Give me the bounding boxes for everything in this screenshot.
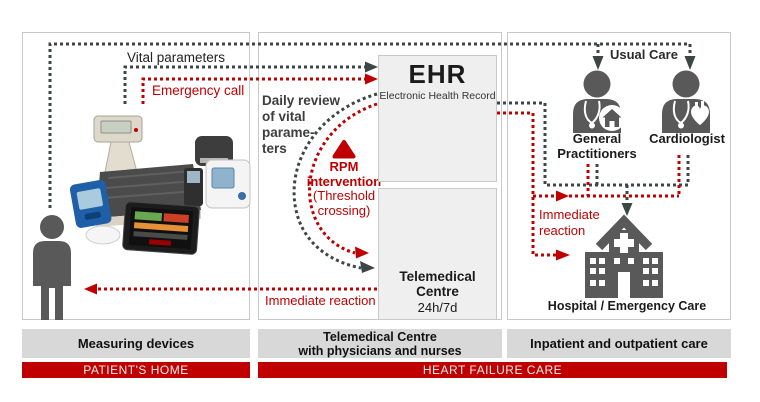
section-label-inpatient-outpatient: Inpatient and outpatient care (507, 329, 731, 358)
general-practitioner-icon (573, 70, 625, 133)
section-label-measuring-devices: Measuring devices (22, 329, 250, 358)
telemedical-centre-name: Telemedical Centre (399, 269, 476, 299)
daily-review-arc (292, 92, 378, 273)
usual-care-label: Usual Care (610, 47, 678, 62)
measuring-devices-illustration (69, 115, 251, 255)
ehr-subtitle: Electronic Health Record (379, 90, 496, 102)
daily-review-label: Daily review of vital parame- ters (262, 93, 341, 156)
hospital-icon (585, 214, 663, 298)
section-label-telemedical-centre: Telemedical Centre with physicians and n… (258, 329, 502, 358)
zone-bar-patients-home: PATIENT'S HOME (22, 362, 250, 378)
immediate-reaction-home-label: Immediate reaction (265, 293, 376, 308)
emergency-call-label: Emergency call (152, 83, 245, 98)
ehr-box: EHR Electronic Health Record (378, 55, 497, 182)
immediate-reaction-care-label: Immediate reaction (539, 207, 600, 238)
warning-triangle-icon (332, 140, 356, 159)
patient-icon (33, 215, 71, 320)
zone-bar-heart-failure-care: HEART FAILURE CARE (258, 362, 727, 378)
hospital-label: Hospital / Emergency Care (547, 299, 707, 313)
telemedical-centre-box: Telemedical Centre 24h/7d (378, 188, 497, 320)
ehr-title: EHR (408, 59, 467, 89)
immediate-reaction-home-line (84, 283, 377, 295)
telemedical-centre-hours: 24h/7d (417, 300, 458, 315)
cardiologist-icon (662, 70, 710, 133)
usual-care-route-line (48, 42, 696, 208)
rpm-intervention-label: RPM intervention (Threshold crossing) (306, 159, 382, 218)
emergency-call-line (141, 73, 378, 104)
ehr-providers-gray-line (497, 101, 690, 216)
cardiologist-label: Cardiologist (649, 131, 725, 146)
rpm-intervention-arc (308, 102, 378, 259)
vital-parameters-line (123, 61, 378, 104)
immediate-reaction-care-line (497, 111, 681, 261)
general-practitioners-label: General Practitioners (557, 131, 637, 161)
vital-parameters-label: Vital parameters (127, 50, 226, 65)
